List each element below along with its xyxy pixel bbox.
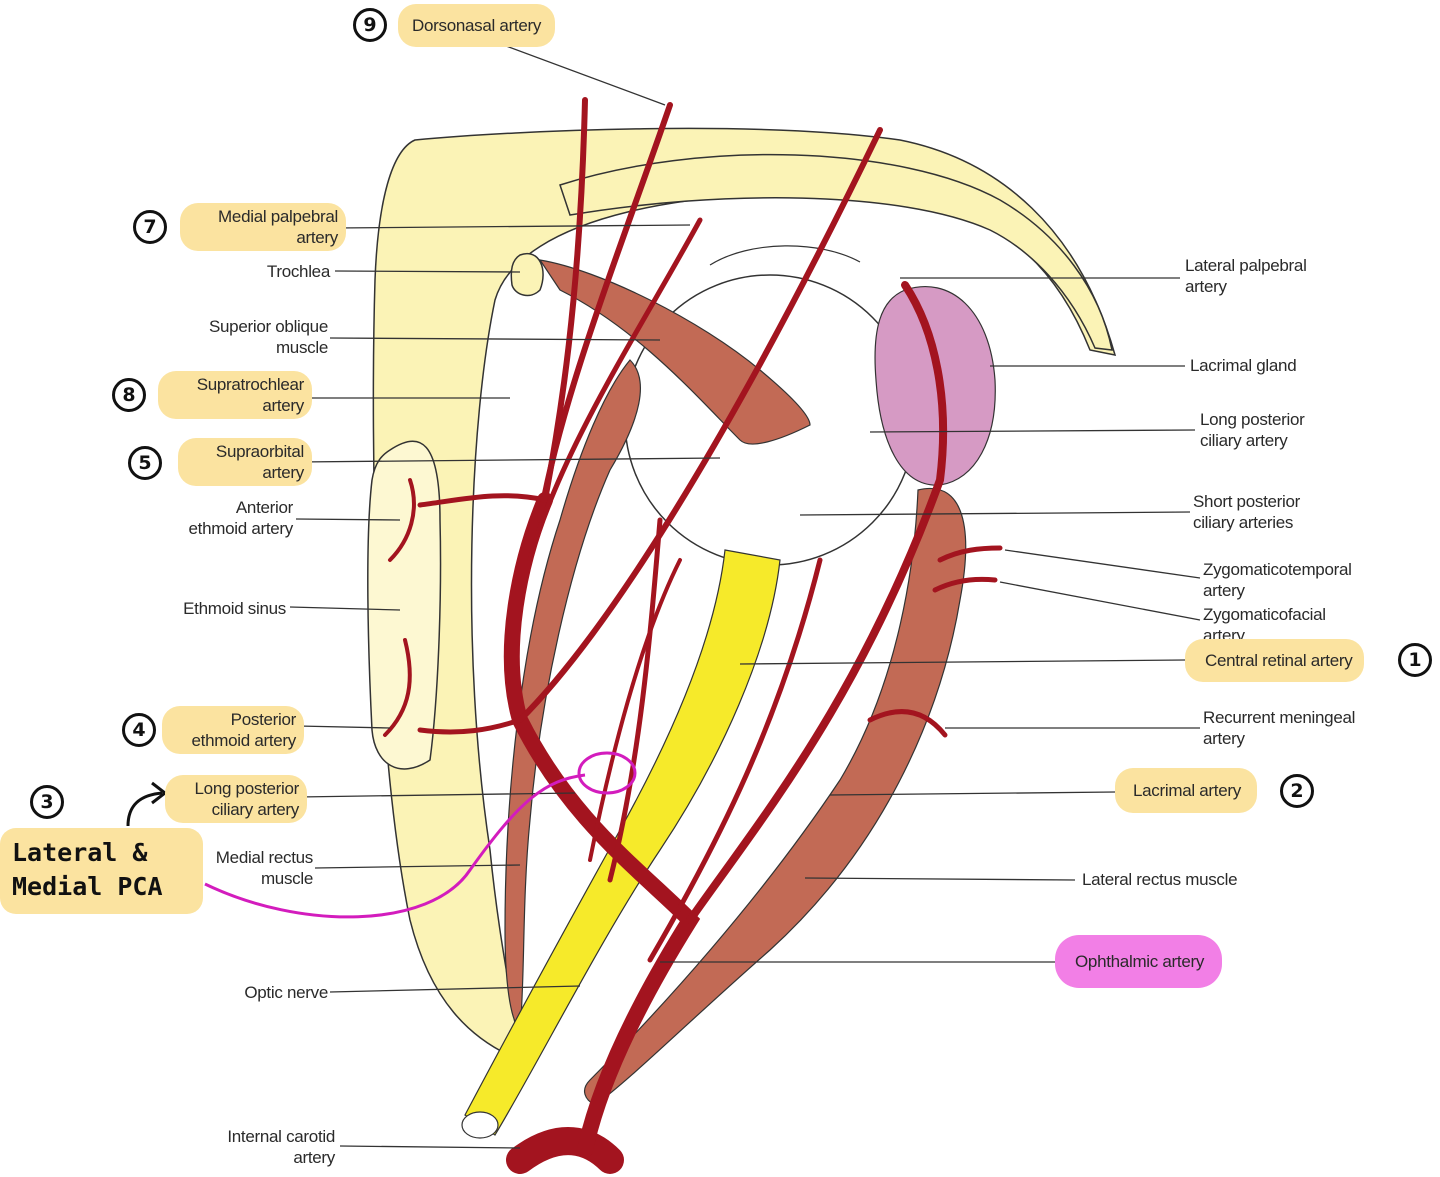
label-lateral-palpebral-artery: Lateral palpebral artery — [1185, 255, 1307, 297]
label-recurrent-meningeal-artery: Recurrent meningeal artery — [1203, 707, 1355, 749]
line: ethmoid artery — [191, 731, 297, 750]
line: artery — [262, 396, 304, 415]
label-medial-rectus-muscle: Medial rectus muscle — [175, 847, 314, 889]
label-optic-nerve: Optic nerve — [244, 983, 328, 1002]
number-badge-4: 4 — [122, 713, 156, 747]
label-zygomaticotemporal-artery: Zygomaticotemporal artery — [1203, 559, 1352, 601]
line: Medial PCA — [12, 872, 163, 901]
label-dorsonasal-artery: Dorsonasal artery — [398, 4, 556, 47]
line: artery — [1185, 277, 1227, 296]
line: Recurrent meningeal — [1203, 708, 1356, 727]
line: Supratrochlear — [196, 375, 305, 394]
line: ciliary artery — [1200, 431, 1288, 450]
line: artery — [1203, 729, 1245, 748]
label-long-posterior-ciliary-artery-right: Long posterior ciliary artery — [1200, 409, 1305, 451]
line: ethmoid artery — [188, 519, 294, 538]
internal-carotid-artery — [506, 1127, 624, 1174]
line: artery — [1203, 581, 1245, 600]
ethmoid-sinus — [367, 440, 442, 770]
label-medial-palpebral-artery: Medial palpebral artery — [180, 203, 346, 251]
pca-connector-annotation — [204, 773, 586, 919]
line: Supraorbital — [215, 442, 304, 461]
line: Anterior — [235, 498, 293, 517]
number-badge-8: 8 — [112, 378, 146, 412]
line: Medial rectus — [215, 848, 314, 867]
line: Internal carotid — [227, 1127, 335, 1146]
handwritten-note: Lateral & Medial PCA — [12, 836, 163, 904]
line: Long posterior — [1200, 410, 1305, 429]
trochlea — [510, 252, 544, 297]
line: Lateral & — [12, 838, 148, 867]
label-lacrimal-artery: Lacrimal artery — [1115, 768, 1257, 813]
number-badge-5: 5 — [128, 446, 162, 480]
line: artery — [262, 463, 304, 482]
line: ciliary arteries — [1193, 513, 1294, 532]
orbital-roof-bone — [559, 153, 1113, 351]
label-supraorbital-artery: Supraorbital artery — [178, 438, 312, 486]
label-anterior-ethmoid-artery: Anterior ethmoid artery — [150, 497, 294, 539]
line: Short posterior — [1193, 492, 1300, 511]
ophthalmic-artery-trunk — [503, 492, 701, 1158]
line: Zygomaticotemporal — [1203, 560, 1352, 579]
line: ciliary artery — [211, 800, 300, 819]
label-ophthalmic-artery: Ophthalmic artery — [1055, 935, 1223, 988]
pca-circle-annotation — [577, 751, 637, 795]
label-lacrimal-gland: Lacrimal gland — [1190, 356, 1297, 375]
label-central-retinal-artery: Central retinal artery — [1185, 639, 1365, 682]
number-badge-1: 1 — [1398, 643, 1432, 677]
label-supratrochlear-artery: Supratrochlear artery — [158, 371, 312, 419]
line: Lateral palpebral — [1185, 256, 1307, 275]
line: Medial palpebral — [218, 207, 338, 226]
optic-nerve — [464, 549, 781, 1136]
artery-network — [383, 97, 1003, 1174]
line: artery — [296, 228, 338, 247]
arrow-annotation — [126, 791, 163, 827]
number-badge-3: 3 — [30, 785, 64, 819]
label-long-posterior-ciliary-artery-left: Long posterior ciliary artery — [165, 775, 307, 823]
handwritten-note-box — [0, 828, 203, 914]
label-superior-oblique-muscle: Superior oblique muscle — [160, 316, 328, 358]
line: artery — [293, 1148, 335, 1167]
label-ethmoid-sinus: Ethmoid sinus — [183, 599, 286, 618]
label-lateral-rectus-muscle: Lateral rectus muscle — [1082, 870, 1238, 889]
label-internal-carotid-artery: Internal carotid artery — [180, 1126, 335, 1168]
line: Posterior — [230, 710, 297, 729]
label-trochlea: Trochlea — [266, 262, 330, 281]
line: muscle — [275, 338, 328, 357]
label-short-posterior-ciliary-arteries: Short posterior ciliary arteries — [1193, 491, 1300, 533]
label-posterior-ethmoid-artery: Posterior ethmoid artery — [162, 706, 304, 754]
leader-lines — [289, 39, 1201, 1149]
line: Zygomaticofacial — [1203, 605, 1326, 624]
number-badge-2: 2 — [1280, 774, 1314, 808]
line: Superior oblique — [208, 317, 328, 336]
number-badge-7: 7 — [133, 210, 167, 244]
line: muscle — [260, 869, 313, 888]
line: Long posterior — [194, 779, 300, 798]
number-badge-9: 9 — [353, 8, 387, 42]
